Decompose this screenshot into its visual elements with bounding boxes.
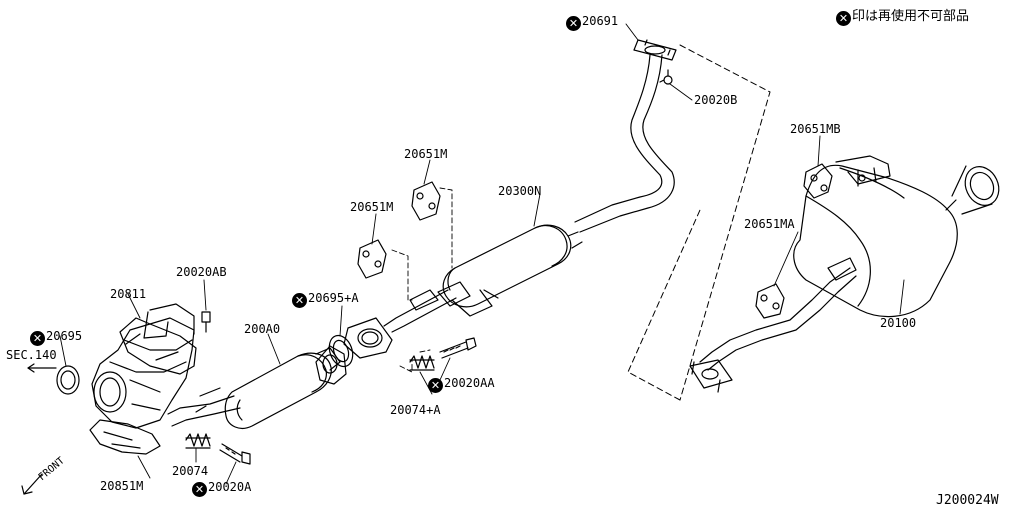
main-muffler <box>793 164 958 318</box>
bolt-front <box>219 443 251 465</box>
spring-front <box>185 433 211 449</box>
front-direction-arrow <box>21 473 43 495</box>
center-muffler <box>442 224 583 308</box>
part-number-200a0: 200A0 <box>244 322 281 336</box>
muffler-inlet-flange <box>689 359 733 393</box>
exhaust-manifold <box>91 303 195 429</box>
part-number-20074: 20074 <box>172 464 209 478</box>
callout-20020aa: ✕20020AA <box>428 376 495 393</box>
part-number-20300n: 20300N <box>498 184 542 198</box>
center-pipe-front <box>383 281 499 333</box>
bolt-center <box>439 337 477 359</box>
converter-outlet-flange <box>315 345 347 385</box>
x-mark-icon: ✕ <box>566 16 581 31</box>
x-mark-icon: ✕ <box>836 11 851 26</box>
part-number-20691: 20691 <box>582 14 619 28</box>
part-number-20020a: 20020A <box>208 480 252 494</box>
x-mark-icon: ✕ <box>428 378 443 393</box>
diagram-code: J200024W <box>936 493 999 508</box>
part-number-20020aa: 20020AA <box>444 376 495 390</box>
callout-20020a: ✕20020A <box>192 480 251 497</box>
front-pipe <box>167 387 241 427</box>
muffler-inlet-pipe <box>699 257 857 371</box>
part-number-20695a: 20695+A <box>308 291 359 305</box>
part-number-20651m-upper: 20651M <box>404 147 448 161</box>
muffler-hanger-bracket <box>835 155 891 187</box>
rubber-mount-ma <box>755 283 785 319</box>
legend-text: 印は再使用不可部品 <box>852 9 970 24</box>
catalytic-converter <box>224 347 341 429</box>
part-number-20100: 20100 <box>880 316 917 330</box>
part-number-20695: 20695 <box>46 329 83 343</box>
dashed-leader-center <box>391 187 453 373</box>
part-number-20651m-lower: 20651M <box>350 200 394 214</box>
part-number-20651ma: 20651MA <box>744 217 795 231</box>
callout-20695a: ✕20695+A <box>292 291 359 308</box>
center-flange <box>343 317 393 359</box>
muffler-tail-tip <box>951 165 1000 215</box>
tail-pipe-front-flange <box>633 39 677 61</box>
part-number-20851m: 20851M <box>100 479 144 493</box>
part-number-20074a: 20074+A <box>390 403 441 417</box>
part-number-20651mb: 20651MB <box>790 122 841 136</box>
heat-insulator-lower <box>89 419 161 455</box>
heat-insulator-upper <box>119 317 197 375</box>
sec140-arrow <box>27 363 57 373</box>
tail-pipe <box>574 54 675 233</box>
spring-center <box>409 355 435 371</box>
x-mark-icon: ✕ <box>192 482 207 497</box>
dashed-connection-line <box>627 44 771 401</box>
rubber-mount-upper <box>411 181 441 221</box>
x-mark-icon: ✕ <box>30 331 45 346</box>
rubber-mount-mb <box>803 163 833 199</box>
callout-20695: ✕20695 <box>30 329 82 346</box>
part-number-20811: 20811 <box>110 287 147 301</box>
rubber-mount-lower <box>357 239 387 279</box>
stud-bolt-20020ab <box>201 311 211 333</box>
legend: ✕印は再使用不可部品 <box>836 10 969 26</box>
x-mark-icon: ✕ <box>292 293 307 308</box>
sec-140-label: SEC.140 <box>6 348 57 362</box>
part-number-20020b: 20020B <box>694 93 738 107</box>
part-number-20020ab: 20020AB <box>176 265 227 279</box>
callout-20691: ✕20691 <box>566 14 618 31</box>
gasket-20695 <box>56 365 80 395</box>
